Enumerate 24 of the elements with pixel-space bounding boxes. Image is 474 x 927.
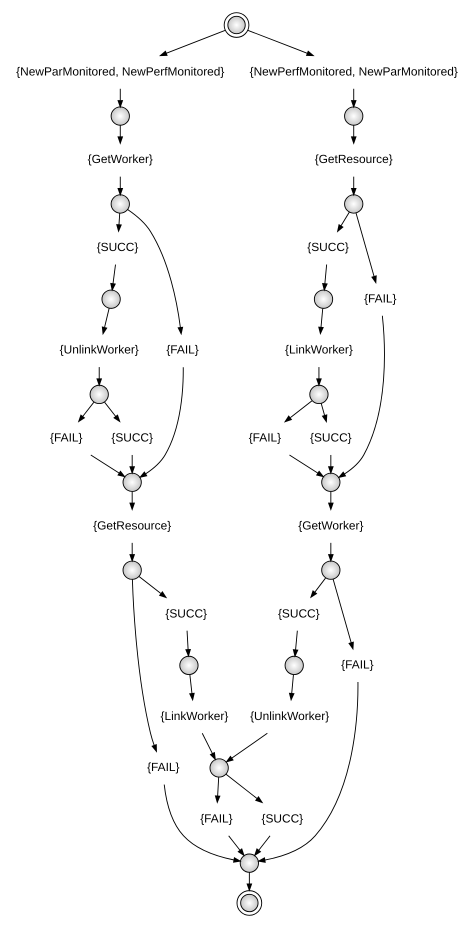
node-text: {SUCC} — [111, 430, 153, 444]
node-text: {SUCC} — [165, 606, 208, 620]
node-text: {GetResource} — [93, 518, 172, 532]
node-text: {SUCC} — [307, 240, 349, 254]
node-text: {GetWorker} — [298, 518, 364, 532]
node-text: {FAIL} — [364, 290, 396, 305]
node-text: {SUCC} — [310, 430, 352, 444]
node-text: {FAIL} — [341, 657, 374, 672]
node-text: {FAIL} — [147, 760, 180, 774]
node-text: {SUCC} — [96, 240, 138, 254]
node-text: {FAIL} — [200, 810, 233, 825]
node-text: {FAIL} — [166, 342, 199, 356]
node-text: {LinkWorker} — [285, 342, 353, 356]
node-text: {FAIL} — [50, 430, 82, 444]
node-text: {GetWorker} — [88, 152, 153, 166]
node-text: {FAIL} — [248, 430, 282, 444]
node-text: {NewParMonitored, NewPerfMonitored} — [16, 64, 224, 78]
node-text: {NewPerfMonitored, NewParMonitored} — [250, 64, 458, 78]
node-text: {UnlinkWorker} — [250, 708, 330, 722]
node-text: {LinkWorker} — [160, 708, 228, 722]
node-text: {SUCC} — [261, 810, 304, 825]
node-text: {GetResource} — [314, 152, 393, 166]
node-text: {UnlinkWorker} — [60, 342, 139, 356]
node-text: {SUCC} — [278, 606, 320, 620]
